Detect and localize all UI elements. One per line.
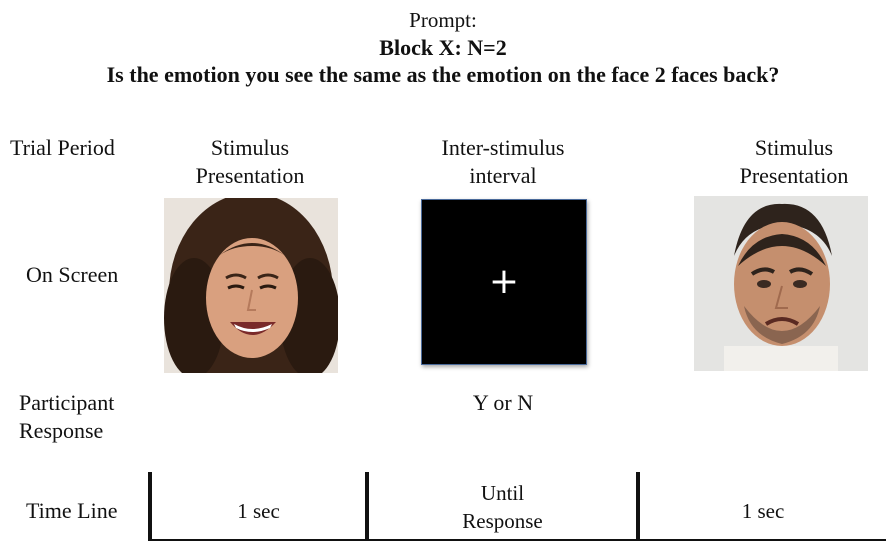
- row-label-time-line: Time Line: [26, 498, 118, 523]
- row-label-trial-period: Trial Period: [10, 135, 115, 160]
- prompt-label: Prompt:: [409, 8, 477, 32]
- prompt-block-title: Block X: N=2: [379, 35, 507, 60]
- timeline-duration-isi-line2: Response: [462, 509, 543, 533]
- prompt-question: Is the emotion you see the same as the e…: [106, 62, 780, 87]
- participant-response-value: Y or N: [472, 390, 534, 415]
- column-heading-stimulus-2: Stimulus Presentation: [714, 134, 874, 190]
- timeline-tick-start: [148, 472, 152, 541]
- timeline-duration-isi-line1: Until: [480, 481, 525, 505]
- timeline-duration-stimulus-2: 1 sec: [741, 499, 785, 523]
- sad-face-image: [694, 196, 868, 371]
- timeline-tick-isi: [365, 472, 369, 541]
- column-heading-stimulus-1: Stimulus Presentation: [170, 134, 330, 190]
- row-label-on-screen: On Screen: [26, 262, 119, 287]
- row-label-participant-response-line1: Participant: [19, 390, 115, 415]
- timeline-duration-stimulus-1: 1 sec: [237, 499, 280, 523]
- column-heading-line2: Presentation: [195, 163, 305, 188]
- column-heading-line1: Inter-stimulus: [441, 135, 565, 160]
- timeline-axis: [148, 539, 886, 541]
- column-heading-line2: Presentation: [739, 163, 849, 188]
- timeline-duration-isi: Until Response: [369, 479, 636, 535]
- fixation-screen: +: [421, 199, 587, 365]
- timeline-tick-stimulus-2: [636, 472, 640, 541]
- column-heading-line2: interval: [469, 163, 537, 188]
- row-label-participant-response-line2: Response: [19, 418, 104, 443]
- row-label-participant-response: Participant Response: [19, 389, 114, 445]
- happy-face-image: [164, 198, 338, 373]
- fixation-cross-icon: +: [488, 261, 520, 302]
- column-heading-line1: Stimulus: [754, 135, 834, 160]
- column-heading-isi: Inter-stimulus interval: [413, 134, 593, 190]
- column-heading-line1: Stimulus: [210, 135, 290, 160]
